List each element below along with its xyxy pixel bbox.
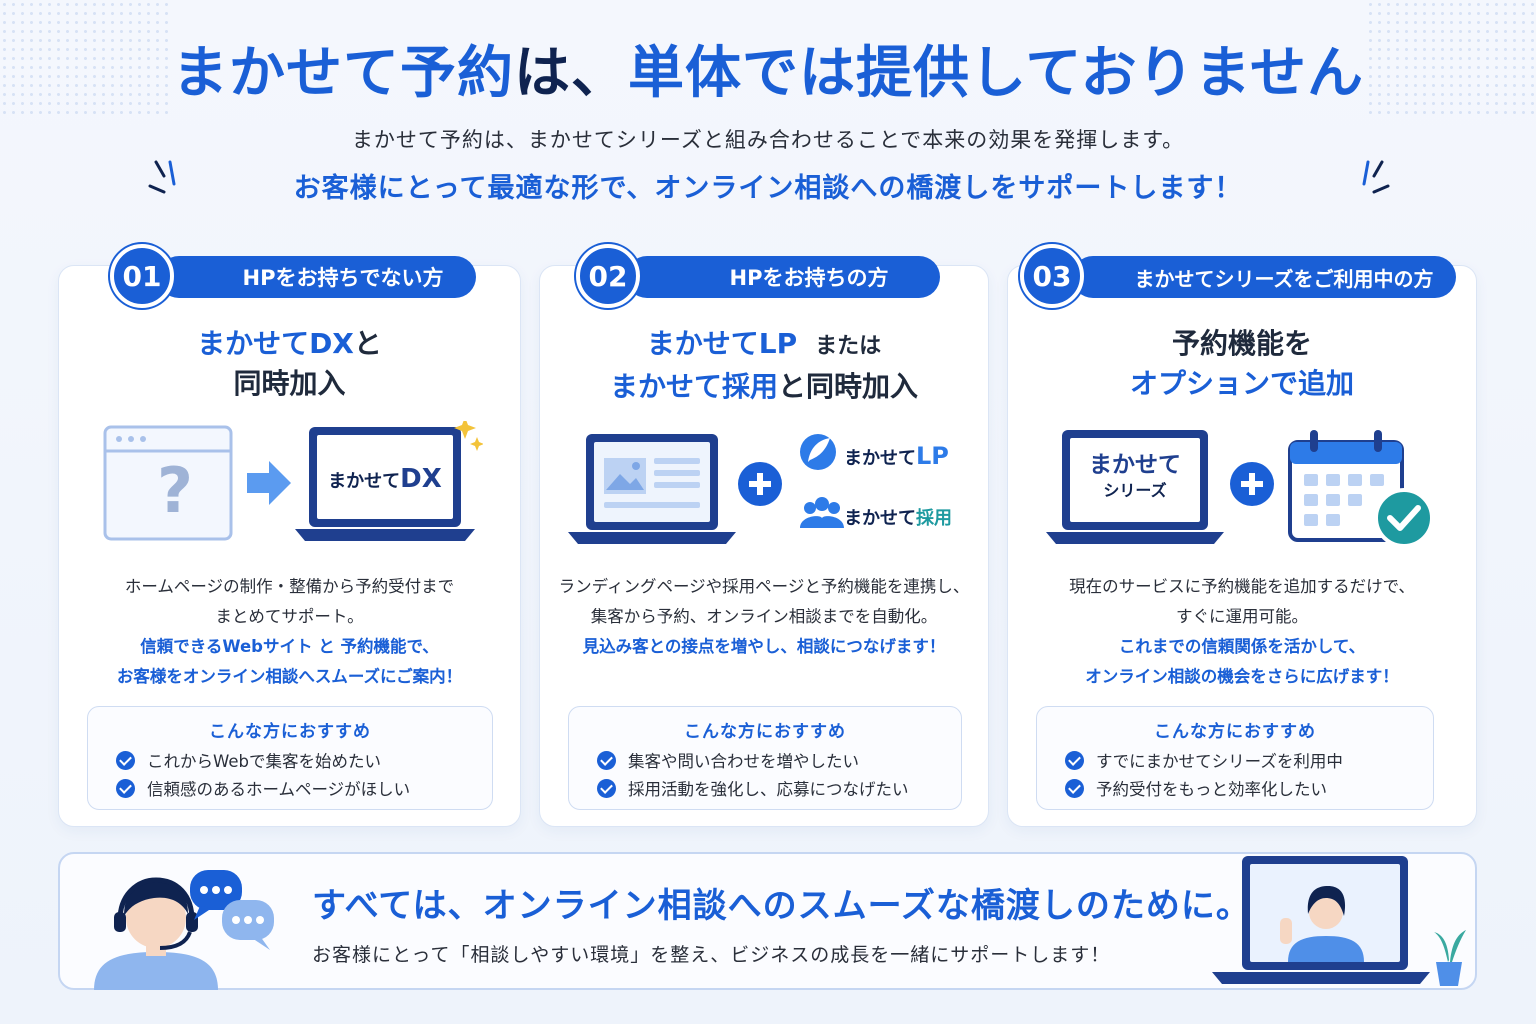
card-1-heading-product: まかせてDX bbox=[197, 327, 354, 360]
recommend-title: こんな方におすすめ bbox=[209, 722, 371, 742]
desc-highlight: 見込み客との接点を増やし、相談につなげます！ bbox=[582, 637, 946, 656]
card-3-description: 現在のサービスに予約機能を追加するだけで、 すぐに運用可能。 これまでの信頼関係… bbox=[1008, 572, 1476, 692]
banner-title: すべては、オンライン相談へのスムーズな橋渡しのために。 bbox=[312, 886, 1251, 926]
page-title: まかせて予約は、単体では提供しておりません bbox=[0, 38, 1536, 110]
check-icon bbox=[597, 750, 616, 770]
desc-line: まとめてサポート。 bbox=[215, 607, 364, 626]
card-3-label: まかせてシリーズをご利用中の方 bbox=[1072, 256, 1456, 298]
card-2-heading-rest: と同時加入 bbox=[778, 370, 919, 403]
video-call-laptop-icon bbox=[1212, 856, 1466, 986]
card-3-illustration bbox=[1046, 430, 1434, 548]
decor-dots-right bbox=[1366, 0, 1536, 120]
page-tagline: お客様にとって最適な形で、オンライン相談への橋渡しをサポートします！ bbox=[293, 173, 1243, 204]
desc-highlight: お客様をオンライン相談へスムーズにご案内！ bbox=[116, 667, 463, 686]
card-2-recommend-box: こんな方におすすめ 集客や問い合わせを増やしたい 採用活動を強化し、応募につなげ… bbox=[568, 706, 962, 810]
banner-subtitle: お客様にとって「相談しやすい環境」を整え、ビジネスの成長を一緒にサポートします！ bbox=[312, 944, 1111, 966]
desc-line: ホームページの制作・整備から予約受付まで bbox=[124, 577, 455, 596]
recommend-item-text: 信頼感のあるホームページがほしい bbox=[147, 780, 411, 799]
logo-saiyo-suffix: 採用 bbox=[916, 508, 952, 529]
recommend-item-text: 採用活動を強化し、応募につなげたい bbox=[628, 780, 909, 799]
desc-highlight: 信頼できるWebサイト と 予約機能で、 bbox=[140, 637, 439, 656]
desc-line: ランディングページや採用ページと予約機能を連携し、 bbox=[558, 577, 970, 596]
card-2-heading-recruit: まかせて採用 bbox=[609, 370, 778, 403]
card-2-number: 02 bbox=[576, 244, 640, 308]
recommend-item-text: すでにまかせてシリーズを利用中 bbox=[1096, 752, 1343, 771]
card-2-label: HPをお持ちの方 bbox=[626, 256, 940, 298]
decor-dots-left bbox=[0, 0, 170, 120]
recommend-item: 採用活動を強化し、応募につなげたい bbox=[597, 778, 961, 799]
logo-makasete-lp: まかせてLP bbox=[844, 442, 949, 470]
card-1-illustration bbox=[103, 421, 483, 541]
recommend-title: こんな方におすすめ bbox=[684, 722, 846, 742]
card-2-illustration bbox=[568, 434, 844, 544]
card-1-screen-label: まかせてDX bbox=[317, 464, 453, 494]
card-1-number: 01 bbox=[110, 244, 174, 308]
card-3-heading-option: オプションで追加 bbox=[1129, 367, 1354, 400]
screen-series-text: シリーズ bbox=[1103, 481, 1167, 500]
check-icon bbox=[116, 750, 135, 770]
operator-headset-icon bbox=[94, 870, 274, 990]
card-2-heading: まかせてLP または まかせて採用と同時加入 bbox=[540, 324, 988, 407]
title-particle: は、 bbox=[514, 41, 629, 106]
title-rest: 単体では提供しておりません bbox=[628, 41, 1364, 106]
card-2-heading-lp: まかせてLP bbox=[646, 327, 798, 360]
card-1-label: HPをお持ちでない方 bbox=[158, 256, 476, 298]
card-1-heading-particle: と bbox=[353, 327, 382, 360]
card-3-heading-line1: 予約機能を bbox=[1171, 327, 1312, 360]
card-3-heading: 予約機能を オプションで追加 bbox=[1008, 324, 1476, 404]
check-icon bbox=[1065, 778, 1084, 798]
desc-highlight: これまでの信頼関係を活かして、 bbox=[1118, 637, 1366, 656]
recommend-item-text: これからWebで集客を始めたい bbox=[147, 752, 381, 771]
desc-highlight: オンライン相談の機会をさらに広げます！ bbox=[1085, 667, 1399, 686]
logo-makasete-saiyo: まかせて採用 bbox=[844, 504, 952, 530]
recommend-item-text: 集客や問い合わせを増やしたい bbox=[628, 752, 859, 771]
recommend-item: 信頼感のあるホームページがほしい bbox=[116, 778, 492, 799]
desc-line: 集客から予約、オンライン相談までを自動化。 bbox=[590, 607, 938, 626]
card-3-screen-label: まかせて シリーズ bbox=[1070, 452, 1200, 504]
spark-left-icon bbox=[148, 160, 176, 194]
recommend-item: これからWebで集客を始めたい bbox=[116, 750, 492, 771]
screen-brand-text: まかせて bbox=[1089, 452, 1181, 478]
card-3-recommend-box: こんな方におすすめ すでにまかせてシリーズを利用中 予約受付をもっと効率化したい bbox=[1036, 706, 1434, 810]
plan-card-1: まかせてDXと 同時加入 ? まかせてDX ホームページの制作・整備から予約受付… bbox=[58, 265, 521, 827]
recommend-item-text: 予約受付をもっと効率化したい bbox=[1096, 780, 1327, 799]
recommend-item: すでにまかせてシリーズを利用中 bbox=[1065, 750, 1433, 771]
recommend-item: 予約受付をもっと効率化したい bbox=[1065, 778, 1433, 799]
card-1-heading: まかせてDXと 同時加入 bbox=[59, 324, 520, 404]
card-1-heading-line2: 同時加入 bbox=[233, 367, 346, 400]
check-icon bbox=[597, 778, 616, 798]
check-icon bbox=[1065, 750, 1084, 770]
title-product: まかせて予約 bbox=[172, 41, 515, 106]
logo-saiyo-brand: まかせて bbox=[844, 508, 916, 529]
browser-question-mark: ? bbox=[157, 454, 193, 527]
page-subtitle: まかせて予約は、まかせてシリーズと組み合わせることで本来の効果を発揮します。 bbox=[351, 128, 1185, 152]
plan-card-3: 予約機能を オプションで追加 まかせて シリーズ 現在のサービスに予約機能を追加… bbox=[1007, 265, 1477, 827]
desc-line: 現在のサービスに予約機能を追加するだけで、 bbox=[1069, 577, 1415, 596]
card-3-number: 03 bbox=[1020, 244, 1084, 308]
bottom-banner: すべては、オンライン相談へのスムーズな橋渡しのために。 お客様にとって「相談しや… bbox=[58, 852, 1477, 990]
card-1-recommend-box: こんな方におすすめ これからWebで集客を始めたい 信頼感のあるホームページがほ… bbox=[87, 706, 493, 810]
logo-lp-brand: まかせて bbox=[844, 448, 916, 469]
card-2-heading-or: または bbox=[815, 334, 882, 359]
spark-right-icon bbox=[1362, 160, 1390, 194]
screen-dx-text: DX bbox=[400, 464, 442, 494]
screen-brand-text: まかせて bbox=[328, 471, 401, 492]
check-icon bbox=[116, 778, 135, 798]
recommend-title: こんな方におすすめ bbox=[1154, 722, 1316, 742]
desc-line: すぐに運用可能。 bbox=[1176, 607, 1308, 626]
card-1-description: ホームページの制作・整備から予約受付まで まとめてサポート。 信頼できるWebサ… bbox=[59, 572, 520, 692]
card-2-description: ランディングページや採用ページと予約機能を連携し、 集客から予約、オンライン相談… bbox=[540, 572, 988, 662]
recommend-item: 集客や問い合わせを増やしたい bbox=[597, 750, 961, 771]
logo-lp-suffix: LP bbox=[916, 442, 949, 470]
